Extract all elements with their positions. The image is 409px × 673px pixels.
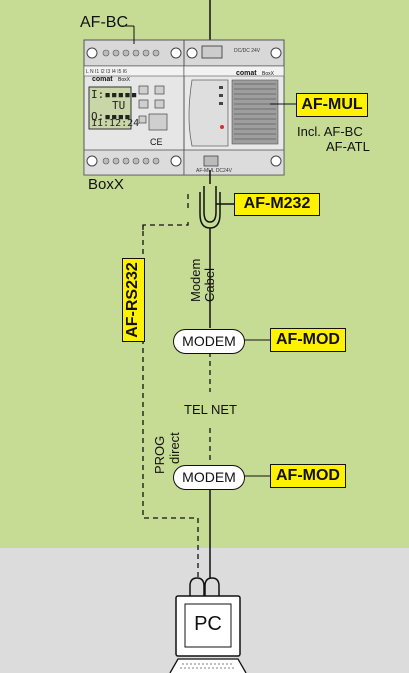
lcd-line-2: TU bbox=[112, 99, 126, 112]
m232-connector bbox=[199, 170, 234, 229]
module-bottom-text: AF-MUL DC24V bbox=[196, 168, 232, 174]
tel-net-label: TEL NET bbox=[184, 402, 237, 417]
device-top-terminal-text: L N I1 I2 I3 I4 I5 I6 bbox=[86, 69, 127, 75]
af-bc-label: AF-BC bbox=[80, 14, 128, 31]
af-mul-module-unit bbox=[183, 39, 285, 176]
modem-box-2: MODEM bbox=[173, 465, 245, 490]
rs232-dashed-path bbox=[142, 194, 199, 578]
incl-af-atl-label: AF-ATL bbox=[326, 139, 370, 154]
incl-af-bc-label: Incl. AF-BC bbox=[297, 124, 363, 139]
lcd-line-1: I:▪▪▪▪▪ bbox=[91, 88, 138, 101]
pc-connectors bbox=[189, 577, 220, 596]
cabel-label: Cabel bbox=[202, 268, 217, 302]
device-model-right: BoxX bbox=[262, 71, 274, 77]
tag-af-mod-1: AF-MOD bbox=[270, 328, 346, 352]
prog-label: PROG bbox=[152, 435, 167, 474]
tag-af-rs232: AF-RS232 bbox=[122, 258, 145, 342]
ce-mark: CE bbox=[150, 137, 163, 147]
tag-af-m232: AF-M232 bbox=[234, 193, 320, 216]
module-top-text: DC/DC 24V bbox=[234, 48, 261, 54]
lcd-line-3: Q:▪▪▪▪ bbox=[91, 110, 131, 123]
direct-label: direct bbox=[167, 432, 182, 464]
boxx-label: BoxX bbox=[88, 176, 124, 193]
tag-af-mul: AF-MUL bbox=[296, 93, 368, 117]
boxx-main-unit bbox=[83, 39, 185, 176]
modem-label: Modem bbox=[188, 258, 203, 302]
tag-af-mod-2: AF-MOD bbox=[270, 464, 346, 488]
lcd-line-4: 11:12:24 bbox=[91, 118, 140, 129]
device-model-left: BoxX bbox=[118, 77, 130, 83]
pc-computer bbox=[169, 595, 247, 673]
device-brand-right: comat bbox=[236, 70, 257, 77]
modem-box-1: MODEM bbox=[173, 329, 245, 354]
pc-label: PC bbox=[194, 613, 222, 635]
device-brand-left: comat bbox=[92, 76, 113, 83]
